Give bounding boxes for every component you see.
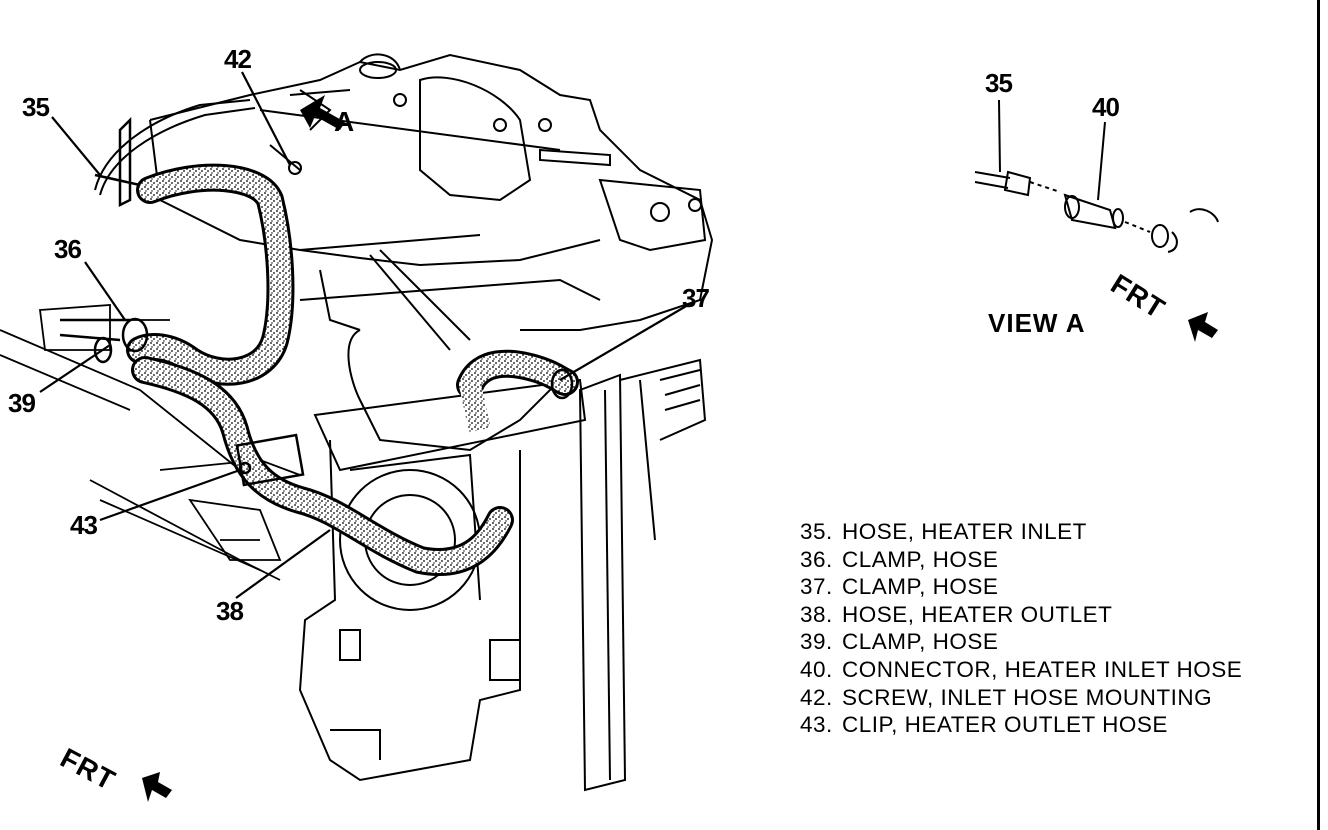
legend-row: 35. HOSE, HEATER INLET	[800, 518, 1242, 546]
parts-legend: 35. HOSE, HEATER INLET 36. CLAMP, HOSE 37.…	[800, 518, 1242, 739]
legend-row: 43. CLIP, HEATER OUTLET HOSE	[800, 711, 1242, 739]
view-a-arrow-letter: A	[334, 106, 354, 137]
engine-block	[149, 53, 714, 452]
callout-37: 37	[682, 283, 710, 313]
legend-text: HOSE, HEATER INLET	[842, 519, 1087, 544]
legend-row: 37. CLAMP, HOSE	[800, 573, 1242, 601]
view-a-callout-35: 35	[985, 68, 1013, 98]
callout-38: 38	[216, 596, 244, 626]
inlet-pipe	[94, 99, 302, 196]
view-a-callout-40: 40	[1092, 92, 1120, 122]
legend-text: CONNECTOR, HEATER INLET HOSE	[842, 656, 1243, 682]
fan-shroud	[298, 378, 587, 782]
legend-number: 38.	[800, 601, 833, 627]
callout-42: 42	[224, 44, 252, 74]
legend-number: 36.	[800, 546, 833, 572]
view-a-pointer-arrow	[300, 95, 345, 130]
hose-clamps	[59, 116, 574, 487]
callout-43: 43	[70, 510, 98, 540]
legend-number: 42.	[800, 684, 833, 710]
legend-text: HOSE, HEATER OUTLET	[842, 601, 1113, 627]
callout-35: 35	[22, 92, 50, 122]
leader-lines	[39, 71, 689, 599]
legend-text: SCREW, INLET HOSE MOUNTING	[842, 684, 1213, 710]
legend-text: CLAMP, HOSE	[842, 574, 999, 600]
view-a-inset	[974, 99, 1219, 253]
radiator	[578, 358, 707, 792]
legend-number: 40.	[800, 656, 833, 682]
callout-36: 36	[54, 234, 82, 264]
legend-number: 39.	[800, 629, 833, 655]
callout-39: 39	[8, 388, 36, 418]
legend-row: 40. CONNECTOR, HEATER INLET HOSE	[800, 656, 1242, 684]
legend-number: 35.	[800, 519, 833, 544]
legend-text: CLAMP, HOSE	[842, 629, 999, 655]
legend-row: 39. CLAMP, HOSE	[800, 628, 1242, 656]
frt-arrow-icons	[142, 312, 1218, 802]
legend-text: CLAMP, HOSE	[842, 546, 999, 572]
legend-row: 38. HOSE, HEATER OUTLET	[800, 601, 1242, 629]
legend-row: 36. CLAMP, HOSE	[800, 546, 1242, 574]
legend-row: 42. SCREW, INLET HOSE MOUNTING	[800, 684, 1242, 712]
legend-number: 43.	[800, 712, 833, 738]
legend-text: CLIP, HEATER OUTLET HOSE	[842, 712, 1168, 738]
page-edge-line	[1317, 0, 1320, 830]
legend-number: 37.	[800, 574, 833, 600]
view-a-title: VIEW A	[988, 308, 1086, 338]
